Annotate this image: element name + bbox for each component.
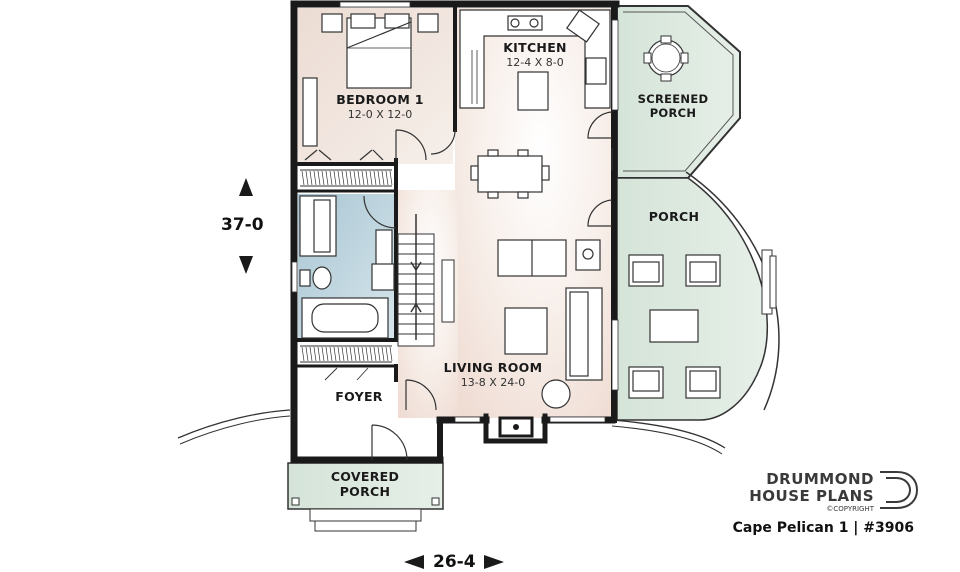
open-porch bbox=[616, 171, 780, 421]
hatch-line bbox=[317, 170, 321, 186]
hatch-line bbox=[317, 346, 321, 362]
hatch-line bbox=[337, 170, 341, 186]
hatch-line bbox=[365, 170, 369, 186]
hatch-line bbox=[321, 170, 325, 186]
hatch-line bbox=[321, 346, 325, 362]
hatch-line bbox=[325, 346, 329, 362]
bedroom-furniture bbox=[302, 13, 439, 161]
covered-porch-label: COVERED PORCH bbox=[330, 469, 400, 499]
hatch-line bbox=[349, 346, 353, 362]
brand-line1: DRUMMOND bbox=[766, 470, 874, 488]
hatch-line bbox=[373, 170, 377, 186]
hatch-line bbox=[385, 346, 389, 362]
plan-title: Cape Pelican 1 | #3906 bbox=[732, 520, 914, 536]
hatch-line bbox=[305, 346, 309, 362]
hatch-line bbox=[381, 170, 385, 186]
hatch-line bbox=[357, 170, 361, 186]
hatch-line bbox=[309, 346, 313, 362]
foyer-label: FOYER bbox=[335, 389, 383, 404]
living-room-label: LIVING ROOM 13-8 X 24-0 bbox=[443, 360, 543, 389]
hatch-line bbox=[377, 346, 381, 362]
hatch-line bbox=[389, 170, 393, 186]
hatch-line bbox=[357, 346, 361, 362]
bathroom-fixtures bbox=[299, 195, 395, 339]
hatch-line bbox=[313, 346, 317, 362]
closet-shelving bbox=[300, 169, 392, 187]
closet-hatching bbox=[301, 170, 393, 362]
hatch-line bbox=[333, 346, 337, 362]
depth-arrow-down bbox=[239, 256, 253, 274]
hatch-line bbox=[305, 170, 309, 186]
hatch-line bbox=[369, 346, 373, 362]
hatch-line bbox=[341, 346, 345, 362]
hatch-line bbox=[385, 170, 389, 186]
hatch-line bbox=[369, 170, 373, 186]
kitchen-dims: 12-4 X 8-0 bbox=[506, 55, 564, 69]
depth-arrow-up bbox=[239, 178, 253, 196]
hatch-line bbox=[353, 170, 357, 186]
hatch-line bbox=[361, 170, 365, 186]
covered-porch bbox=[287, 462, 444, 532]
hatch-line bbox=[333, 170, 337, 186]
doors bbox=[363, 111, 613, 461]
screened-porch-line1: SCREENED bbox=[637, 92, 709, 106]
hatch-line bbox=[337, 346, 341, 362]
walkway-curve bbox=[177, 409, 291, 439]
screened-porch bbox=[616, 5, 741, 179]
brand-logo-icon bbox=[880, 471, 919, 509]
covered-porch-line2: PORCH bbox=[339, 483, 391, 499]
porch-label: PORCH bbox=[648, 209, 700, 224]
hatch-line bbox=[345, 170, 349, 186]
hatch-line bbox=[341, 170, 345, 186]
living-room-furniture bbox=[497, 239, 603, 409]
bedroom1-label: BEDROOM 1 12-0 X 12-0 bbox=[336, 92, 424, 121]
hatch-line bbox=[301, 170, 305, 186]
kitchen-label: KITCHEN 12-4 X 8-0 bbox=[503, 40, 567, 69]
bedroom1-dims: 12-0 X 12-0 bbox=[347, 107, 413, 121]
covered-porch-line1: COVERED bbox=[330, 469, 400, 484]
dining-table bbox=[470, 149, 550, 199]
staircase bbox=[397, 214, 455, 347]
hatch-line bbox=[377, 170, 381, 186]
hatch-line bbox=[301, 346, 305, 362]
depth-dimension: 37-0 bbox=[221, 215, 264, 235]
foyer-closet bbox=[300, 345, 392, 381]
kitchen-cabinets bbox=[459, 9, 611, 111]
dimension-arrows bbox=[239, 178, 504, 569]
brand-line2: HOUSE PLANS bbox=[749, 487, 874, 505]
hatch-line bbox=[313, 170, 317, 186]
hatch-line bbox=[325, 170, 329, 186]
foyer-name: FOYER bbox=[335, 389, 383, 404]
hatch-line bbox=[349, 170, 353, 186]
living-room-dims: 13-8 X 24-0 bbox=[460, 375, 526, 389]
screened-porch-line2: PORCH bbox=[649, 105, 697, 120]
kitchen-name: KITCHEN bbox=[503, 40, 567, 55]
hatch-line bbox=[353, 346, 357, 362]
hatch-line bbox=[373, 346, 377, 362]
hatch-line bbox=[365, 346, 369, 362]
hatch-line bbox=[389, 346, 393, 362]
porch-name: PORCH bbox=[648, 209, 700, 224]
living-room-name: LIVING ROOM bbox=[443, 360, 543, 375]
hatch-line bbox=[329, 170, 333, 186]
hatch-line bbox=[361, 346, 365, 362]
width-arrow-left bbox=[404, 555, 424, 569]
hatch-line bbox=[309, 170, 313, 186]
brand-copyright: ©COPYRIGHT bbox=[826, 505, 874, 513]
screened-porch-label: SCREENED PORCH bbox=[637, 92, 709, 120]
hatch-line bbox=[329, 346, 333, 362]
hatch-line bbox=[381, 346, 385, 362]
bedroom1-name: BEDROOM 1 bbox=[336, 92, 424, 107]
hatch-line bbox=[345, 346, 349, 362]
width-arrow-right bbox=[484, 555, 504, 569]
width-dimension: 26-4 bbox=[433, 552, 476, 572]
